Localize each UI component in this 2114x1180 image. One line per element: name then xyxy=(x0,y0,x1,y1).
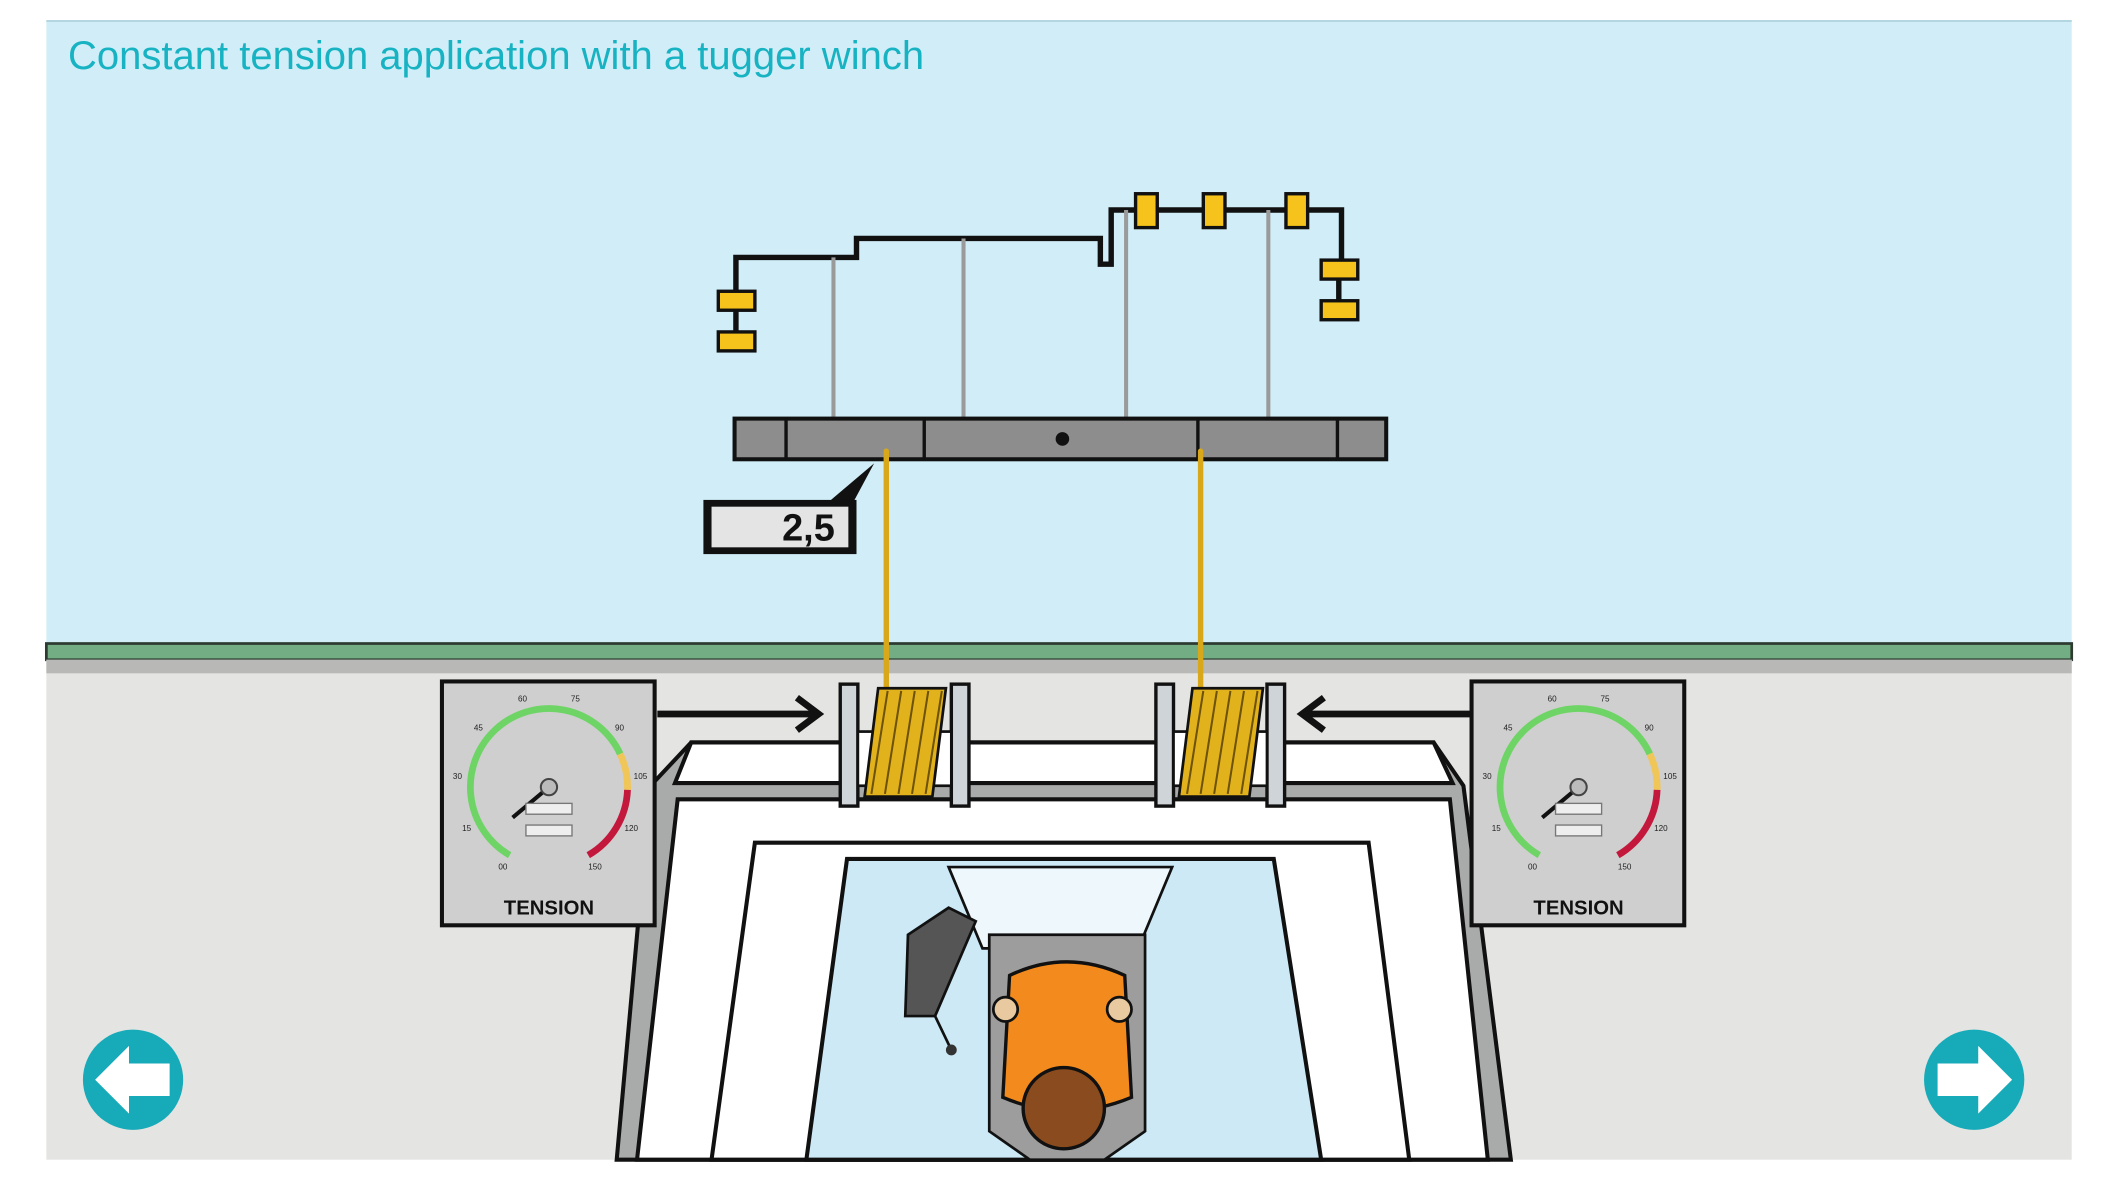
gauge-arc xyxy=(1496,705,1653,859)
gauge-tick-label: 105 xyxy=(634,772,648,781)
gauge-tick-label: 105 xyxy=(1663,772,1677,781)
gauge-label: TENSION xyxy=(504,897,594,919)
back-button[interactable] xyxy=(82,1029,184,1130)
control-monitor xyxy=(903,906,978,1018)
winch-drum-right xyxy=(1154,682,1287,808)
gauge-arc xyxy=(467,705,624,859)
spreader-beam xyxy=(732,416,1389,462)
sky-background xyxy=(46,20,2072,644)
gauge-arc xyxy=(1616,789,1661,859)
cable-weights xyxy=(716,192,1360,353)
gauge-tick-label: 120 xyxy=(625,824,639,833)
gauge-tick-label: 00 xyxy=(1528,863,1538,872)
gauge-tick-label: 30 xyxy=(1483,772,1493,781)
arrow-left-indicator xyxy=(1296,694,1471,733)
gauge-tick-label: 60 xyxy=(518,695,528,704)
arrow-right-icon xyxy=(1937,1045,2013,1114)
winch-drum-left xyxy=(838,682,971,808)
tension-display-value: 2,5 xyxy=(782,508,835,550)
gauge-arc xyxy=(586,789,631,859)
gauge-tick-label: 75 xyxy=(1600,695,1610,704)
gauge-arc xyxy=(1646,752,1661,790)
gauge-tick-label: 00 xyxy=(498,863,508,872)
page-title: Constant tension application with a tugg… xyxy=(68,34,925,78)
arrow-right-indicator xyxy=(657,694,825,733)
deck-edge xyxy=(44,642,2074,662)
gauge-arc xyxy=(617,752,631,790)
gauge-tick-label: 60 xyxy=(1548,695,1558,704)
gauge-tick-label: 30 xyxy=(453,772,463,781)
gauge-tick-label: 15 xyxy=(1492,824,1502,833)
gauge-tick-label: 90 xyxy=(615,724,625,733)
gauge-tick-label: 90 xyxy=(1645,724,1655,733)
gauge-tick-label: 75 xyxy=(571,695,581,704)
gauge-label: TENSION xyxy=(1533,897,1623,919)
gauge-tick-label: 15 xyxy=(462,824,472,833)
arrow-left-icon xyxy=(95,1045,170,1114)
gauge-tick-label: 45 xyxy=(474,724,484,733)
next-button[interactable] xyxy=(1924,1029,2025,1130)
gauge-tick-label: 45 xyxy=(1503,724,1513,733)
winch-vehicle xyxy=(614,740,1514,1162)
hanger-rods xyxy=(831,209,1271,419)
gauge-tick-label: 120 xyxy=(1654,824,1668,833)
gauge-tick-label: 150 xyxy=(1618,863,1632,872)
gauge-tick-label: 150 xyxy=(588,863,602,872)
